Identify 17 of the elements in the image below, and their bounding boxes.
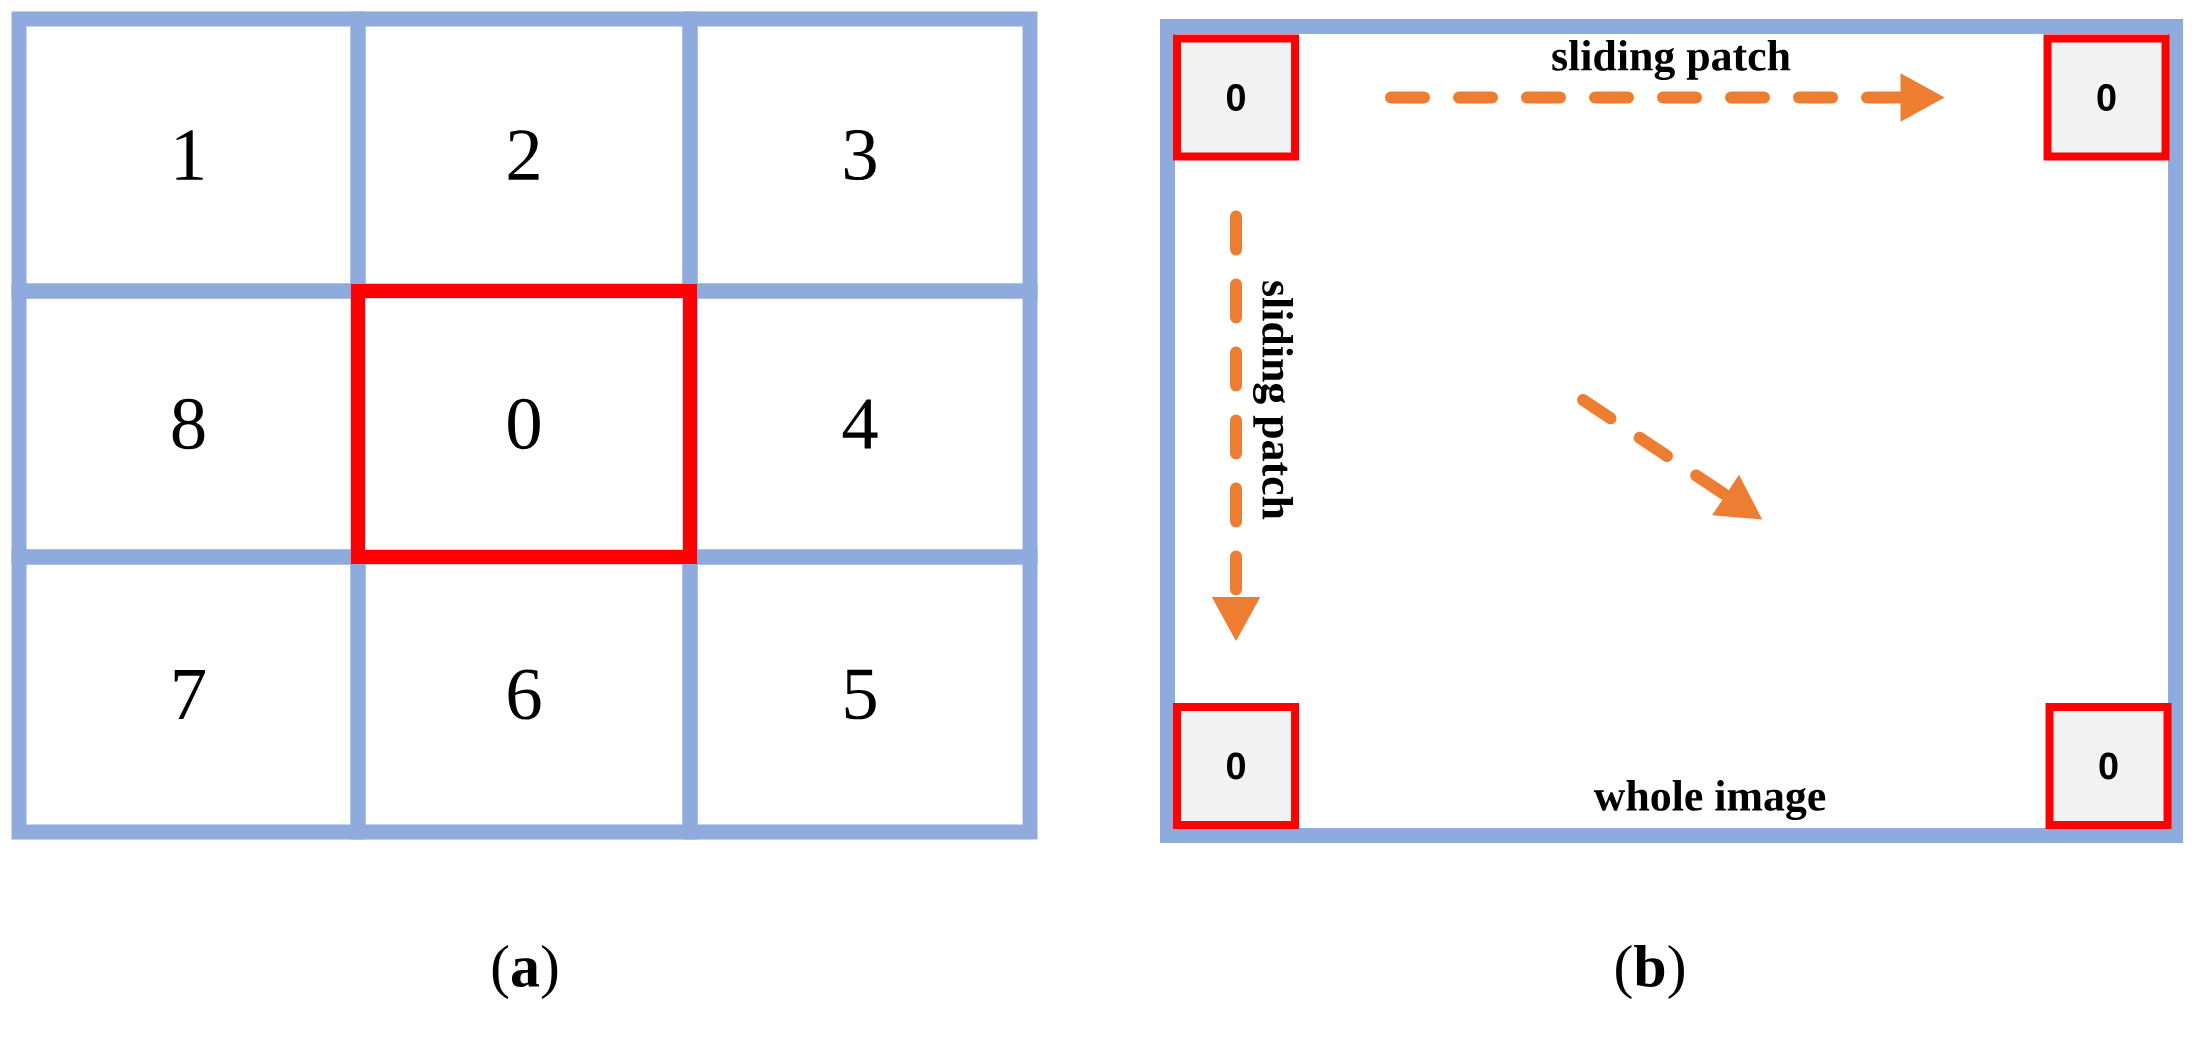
grid-cell: 6: [350, 549, 698, 840]
grid-cell: 2: [350, 11, 698, 299]
panel-caption: (b): [1616, 944, 1684, 1000]
grid-cell: 5: [682, 549, 1038, 840]
grid-cell: 3: [682, 11, 1038, 299]
grid-cell: 1: [11, 11, 366, 299]
patch-box: 0: [1173, 703, 1299, 829]
grid-cell: 8: [11, 283, 366, 565]
grid-cell: 4: [682, 283, 1038, 565]
patch-box: 0: [1173, 34, 1299, 161]
edge-label: sliding patch: [1550, 38, 1792, 82]
patch-box: 0: [2043, 34, 2170, 161]
edge-label: sliding patch: [1251, 279, 1295, 521]
patch-box: 0: [2045, 703, 2172, 829]
highlighted-cell: 0: [351, 284, 697, 564]
panel-caption: (a): [492, 944, 558, 1000]
grid-cell: 7: [11, 549, 366, 840]
